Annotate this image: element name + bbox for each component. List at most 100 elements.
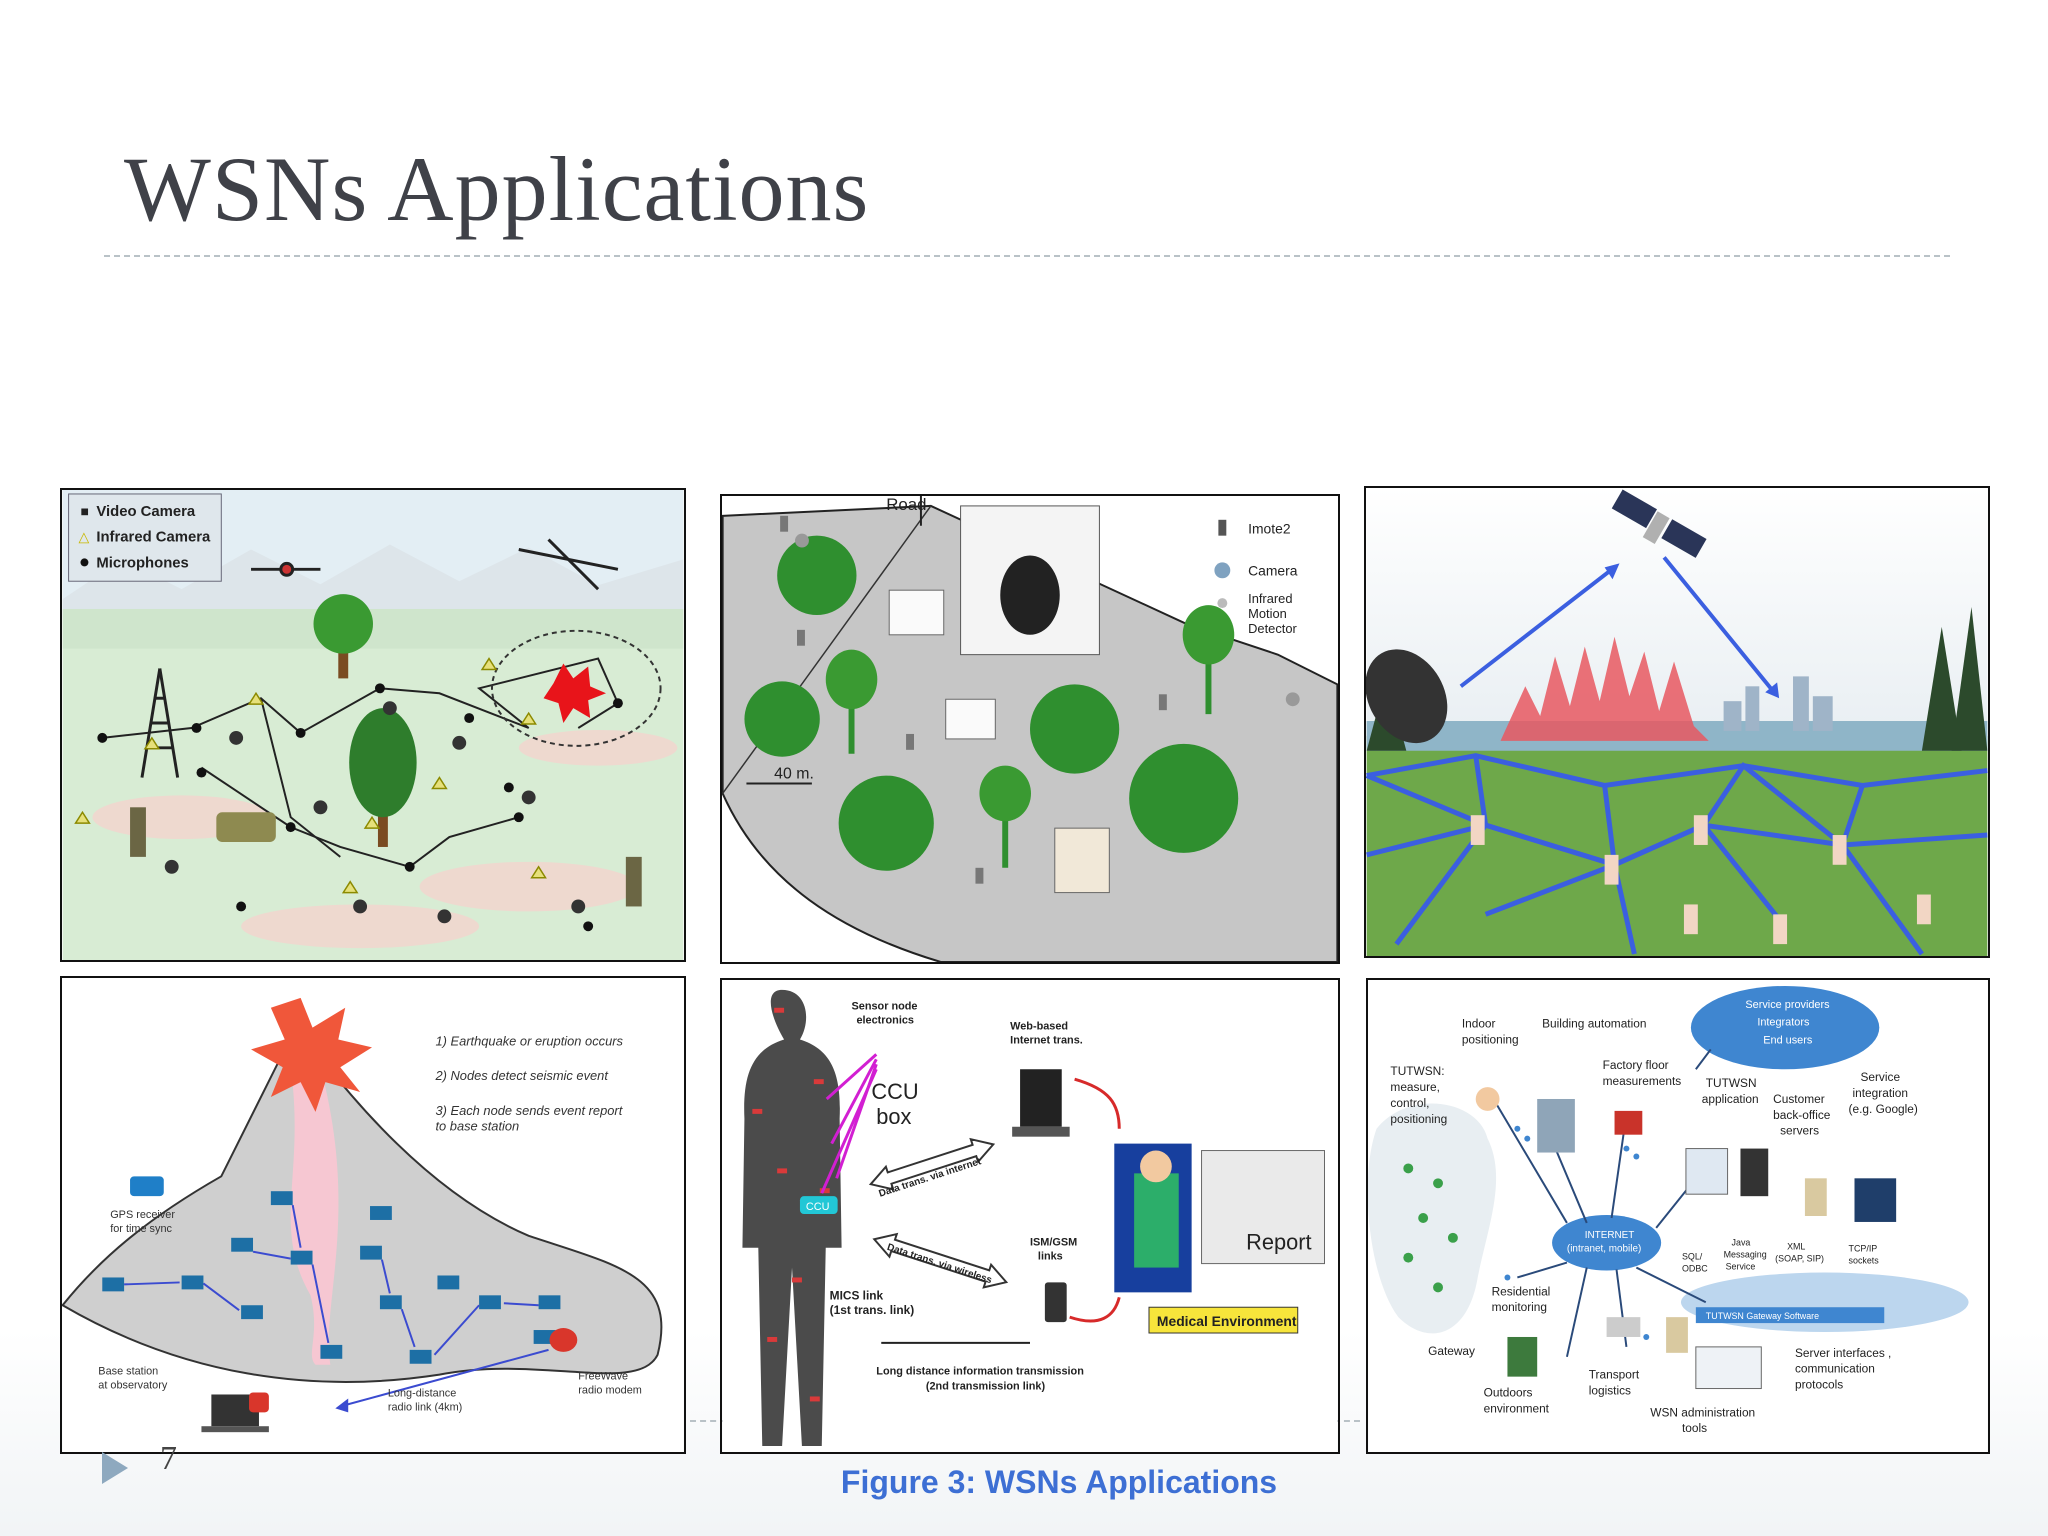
report-label: Report <box>1246 1230 1311 1255</box>
internet-data-arrow <box>868 1137 996 1191</box>
slide-bullet-arrow-icon <box>102 1452 128 1484</box>
sensor-cloud <box>1368 1103 1497 1334</box>
habitat-monitoring-diagram: Road 40 m. Imote2 Camera Infrared Motion… <box>722 496 1338 962</box>
end-users-label: End users <box>1763 1034 1813 1046</box>
integration-screen <box>1854 1178 1897 1222</box>
volcano-monitoring-diagram: 1) Earthquake or eruption occurs 2) Node… <box>62 978 684 1452</box>
gateway-software-band <box>1680 1272 1969 1333</box>
microphone-icon <box>80 558 89 567</box>
slide-title: WSNs Applications <box>124 138 870 240</box>
base-station-label: Base station <box>98 1366 158 1378</box>
admin-label-cont: tools <box>1682 1421 1707 1435</box>
residential-label-cont: monitoring <box>1492 1300 1547 1314</box>
environment-monitoring-panel <box>1364 486 1990 958</box>
report-window <box>1201 1150 1325 1265</box>
gateway-server-icon <box>1666 1317 1688 1353</box>
long-distance-link <box>340 1348 549 1408</box>
tree-icon <box>349 708 417 847</box>
gateway-label: Gateway <box>1428 1344 1475 1358</box>
medical-monitoring-panel: CCU Sensor node electronics CCU box Web-… <box>720 978 1340 1454</box>
gateway-software-bar <box>1695 1307 1885 1324</box>
laptop-icon <box>1020 1069 1062 1127</box>
gps-receiver-icon <box>130 1176 164 1197</box>
tut-measure-label: TUTWSN: <box>1390 1064 1444 1078</box>
legend-detector: Detector <box>1248 621 1297 636</box>
sensor-links <box>820 1053 878 1194</box>
mics-label: MICS link <box>830 1288 884 1302</box>
ccu-box-label: box <box>876 1104 911 1129</box>
factory-icon <box>1614 1110 1643 1135</box>
volcano-monitoring-panel: 1) Earthquake or eruption occurs 2) Node… <box>60 976 686 1454</box>
tut-measure-label-cont: measure, <box>1390 1080 1440 1094</box>
volcano-shape <box>62 1056 663 1383</box>
mics-label-cont: (1st trans. link) <box>830 1303 915 1317</box>
radio-link-label: Long-distance <box>388 1387 456 1399</box>
shrub-icon <box>744 535 1239 871</box>
imote2-icon <box>1218 519 1227 536</box>
internet-cloud <box>1552 1215 1662 1271</box>
legend-motion: Motion <box>1248 606 1287 621</box>
mobile-device-icon <box>1740 1148 1769 1197</box>
step-1-text: 1) Earthquake or eruption occurs <box>435 1033 623 1048</box>
medical-monitoring-diagram: CCU Sensor node electronics CCU box Web-… <box>722 980 1338 1452</box>
gps-label: GPS receiver <box>110 1209 175 1221</box>
tree-icon <box>1507 1336 1538 1377</box>
sensor-node-label: Sensor node <box>852 1001 918 1013</box>
service-int-label-cont: integration <box>1853 1086 1908 1100</box>
web-label: Web-based <box>1010 1021 1068 1033</box>
tcp-label: TCP/IP <box>1849 1244 1878 1254</box>
ccu-chip <box>799 1196 838 1215</box>
customer-label: Customer <box>1773 1092 1825 1106</box>
motion-detector-icon <box>1217 598 1228 609</box>
drone-icon <box>251 561 321 577</box>
ism-label-cont: links <box>1038 1251 1063 1263</box>
tut-app-label: TUTWSN <box>1706 1076 1757 1090</box>
web-label-cont: Internet trans. <box>1010 1034 1083 1046</box>
java-label-cont: Messaging <box>1724 1250 1767 1260</box>
sensor-node-icon <box>1470 815 1931 945</box>
base-modem-icon <box>249 1392 269 1413</box>
wireless-data-arrow <box>872 1232 1009 1289</box>
flow-arrow <box>1069 1296 1121 1323</box>
building-icon <box>1537 1098 1575 1153</box>
internet-sub-label: (intranet, mobile) <box>1567 1244 1641 1255</box>
ccu-chip-label: CCU <box>806 1201 830 1213</box>
gateway-software-label: TUTWSN Gateway Software <box>1706 1311 1819 1321</box>
sensor-dots <box>1504 1125 1650 1340</box>
freewave-label: FreeWave <box>578 1371 628 1383</box>
ccu-label: CCU <box>871 1079 918 1104</box>
sensor-node-label-cont: electronics <box>856 1015 914 1027</box>
page-number: 7 <box>160 1440 177 1477</box>
soldier-icon <box>130 807 146 857</box>
residential-label: Residential <box>1492 1284 1551 1298</box>
eruption-icon <box>251 997 373 1112</box>
ism-label: ISM/GSM <box>1030 1237 1077 1249</box>
road-label: Road <box>886 496 926 514</box>
integrators-label: Integrators <box>1757 1017 1810 1029</box>
flow-arrow <box>1074 1077 1121 1129</box>
human-body-silhouette <box>742 989 842 1447</box>
indoor-label: Indoor <box>1462 1017 1496 1031</box>
legend-camera: Camera <box>1248 562 1298 578</box>
server-if-label: Server interfaces , <box>1795 1346 1891 1360</box>
admin-label: WSN administration <box>1650 1405 1755 1419</box>
person-icon <box>1475 1087 1500 1111</box>
magma-channel <box>290 1067 339 1365</box>
satellite-dish-icon <box>1366 649 1448 744</box>
factory-label-cont: measurements <box>1603 1074 1682 1088</box>
service-providers-cloud <box>1690 985 1880 1070</box>
habitat-monitoring-panel: Road 40 m. Imote2 Camera Infrared Motion… <box>720 494 1340 964</box>
medical-environment-label: Medical Environment <box>1157 1313 1297 1329</box>
downlink-arrow <box>1662 556 1775 693</box>
xml-label: XML <box>1787 1242 1805 1252</box>
phone-icon <box>1044 1282 1067 1323</box>
java-label: Java <box>1732 1238 1751 1248</box>
truck-icon <box>1606 1317 1641 1337</box>
data-flow-arrows <box>124 1204 539 1356</box>
camera-legend-icon <box>1214 562 1231 579</box>
long-distance-label-cont: (2nd transmission link) <box>926 1381 1046 1393</box>
title-divider <box>104 255 1950 257</box>
application-screen <box>1685 1148 1729 1195</box>
transport-label-cont: logistics <box>1589 1383 1631 1397</box>
gps-label-cont: for time sync <box>110 1223 172 1235</box>
